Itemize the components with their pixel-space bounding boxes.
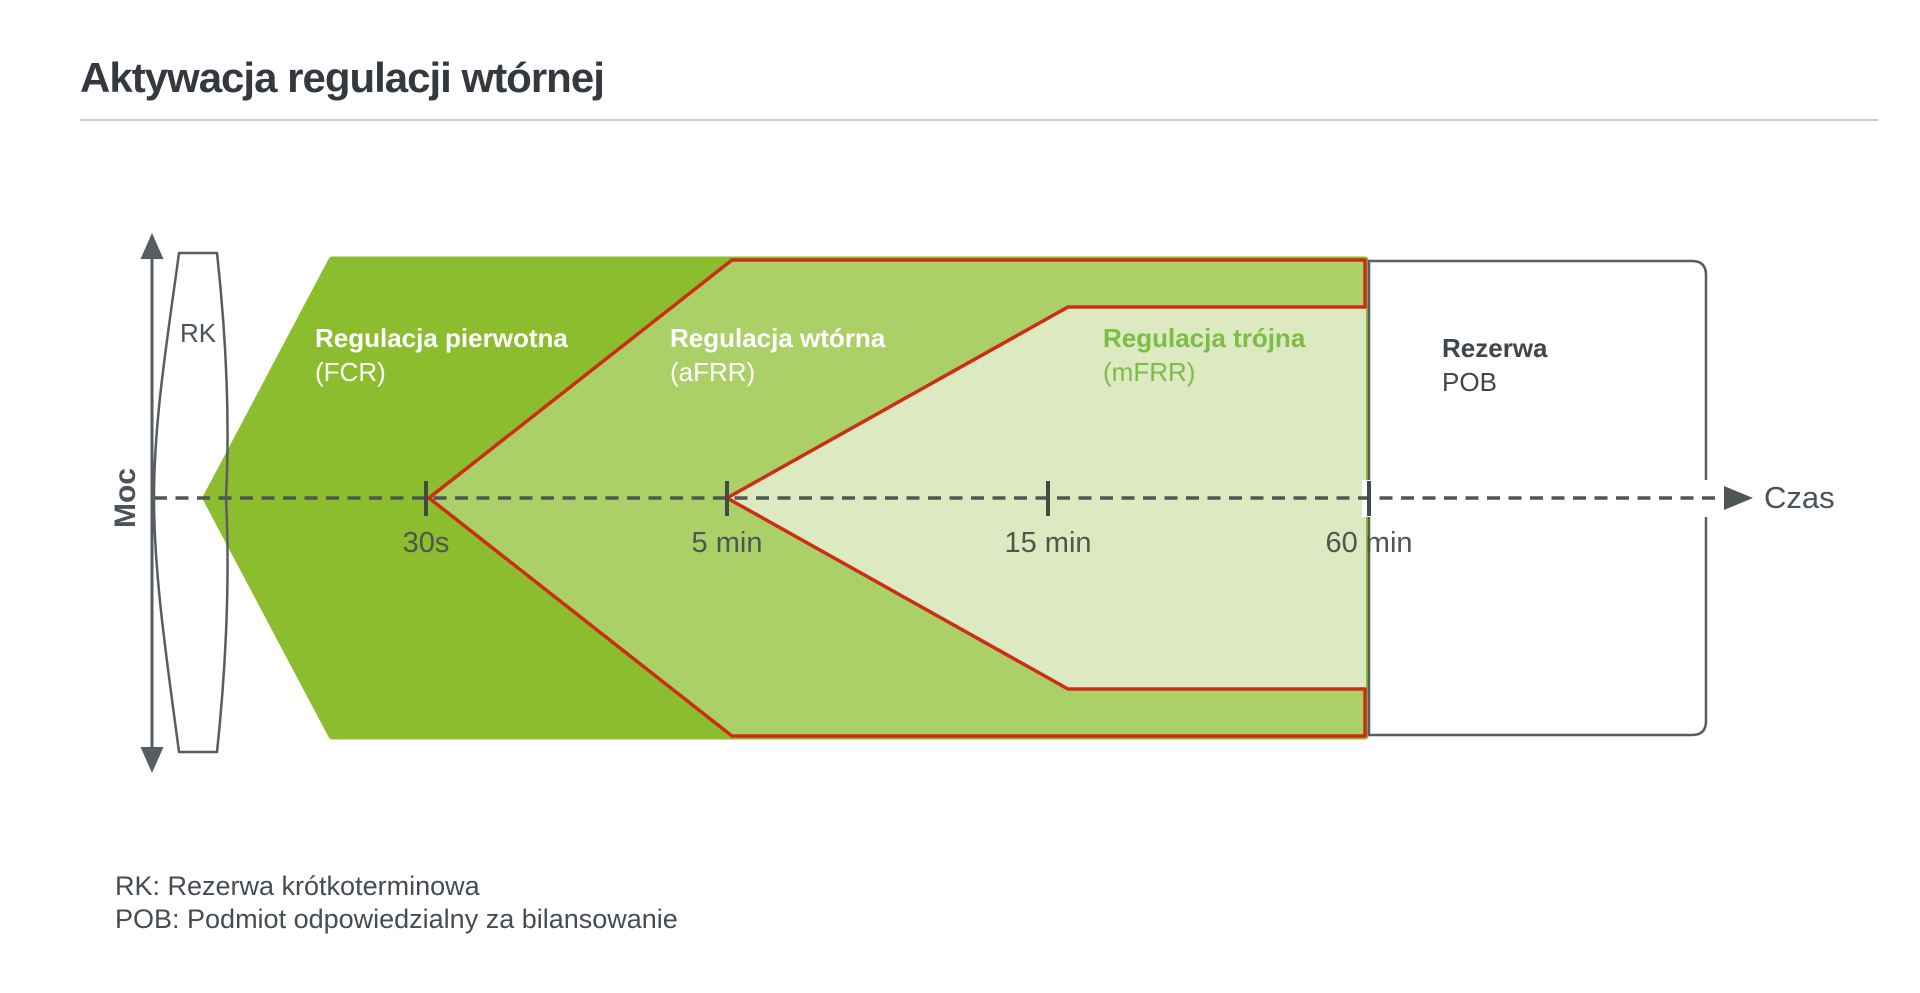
x-axis-label: Czas bbox=[1764, 480, 1835, 515]
tick-label-15min: 15 min bbox=[1004, 527, 1092, 559]
afrr-region-border bbox=[427, 258, 1367, 738]
afrr-region-name: Regulacja wtórna bbox=[670, 323, 886, 353]
mfrr-region-label: Regulacja trójna (mFRR) bbox=[1103, 321, 1305, 389]
mfrr-region-abbr: (mFRR) bbox=[1103, 357, 1196, 387]
title-divider bbox=[80, 119, 1878, 121]
time-axis-arrowhead bbox=[1724, 486, 1753, 510]
rk-label: RK bbox=[179, 318, 217, 348]
pob-region-label: Rezerwa POB bbox=[1442, 331, 1548, 399]
page-title: Aktywacja regulacji wtórnej bbox=[80, 54, 605, 101]
footnotes: RK: Rezerwa krótkoterminowa POB: Podmiot… bbox=[115, 870, 678, 936]
afrr-region-abbr: (aFRR) bbox=[670, 357, 756, 387]
mfrr-region-name: Regulacja trójna bbox=[1103, 323, 1306, 353]
rk-lens-outline bbox=[152, 251, 229, 754]
y-axis-label: Moc bbox=[109, 468, 142, 528]
power-axis-arrowhead-up bbox=[140, 233, 164, 259]
fcr-region-name: Regulacja pierwotna bbox=[315, 323, 568, 353]
fcr-region-abbr: (FCR) bbox=[315, 357, 386, 387]
afrr-region-label: Regulacja wtórna (aFRR) bbox=[670, 321, 885, 389]
footnote-pob: POB: Podmiot odpowiedzialny za bilansowa… bbox=[115, 904, 678, 934]
tick-label-5min: 5 min bbox=[691, 527, 763, 559]
power-axis-arrowhead-down bbox=[140, 747, 164, 773]
tick-label-60min: 60 min bbox=[1325, 527, 1413, 559]
tick-label-30s: 30s bbox=[402, 527, 450, 559]
fcr-region-label: Regulacja pierwotna (FCR) bbox=[315, 321, 568, 389]
pob-region-name: Rezerwa bbox=[1442, 333, 1548, 363]
footnote-rk: RK: Rezerwa krótkoterminowa bbox=[115, 871, 480, 901]
pob-region-abbr: POB bbox=[1442, 367, 1497, 397]
